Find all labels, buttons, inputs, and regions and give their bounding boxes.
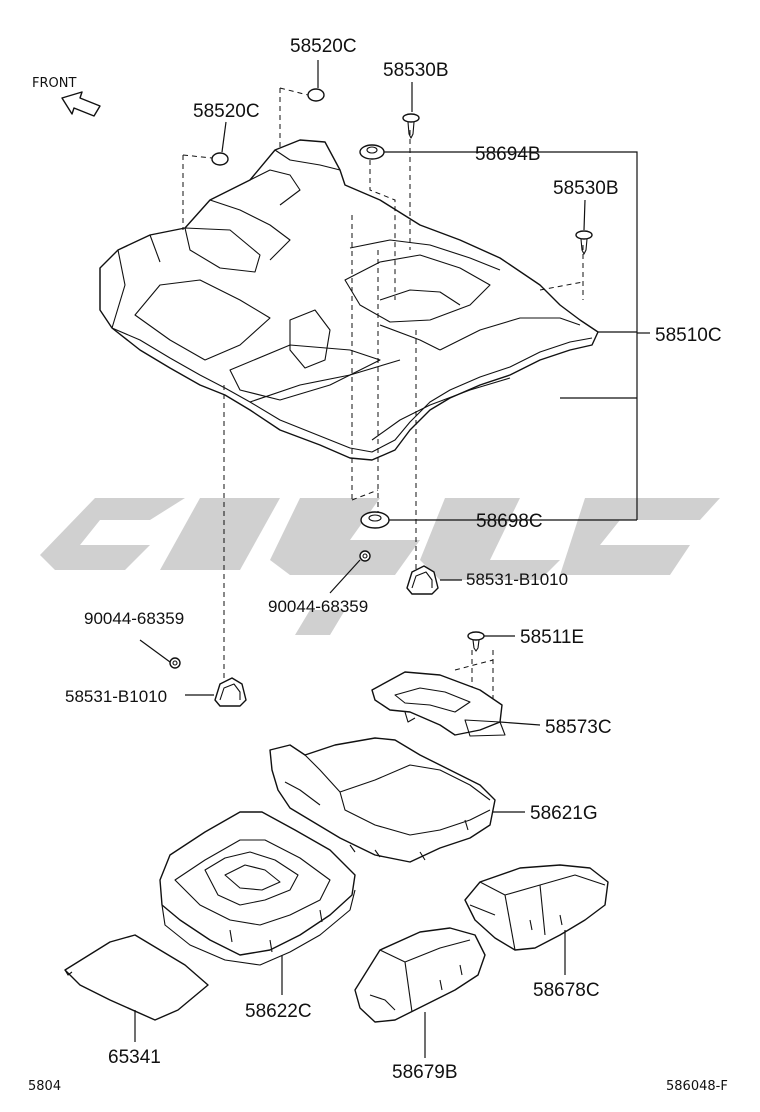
front-arrow: FRONT — [32, 76, 101, 117]
callout-58531-center: 58531-B1010 — [466, 570, 568, 589]
watermark-logo — [40, 498, 720, 635]
footer-diagram-id: 586048-F — [666, 1079, 728, 1094]
part-58573c — [371, 671, 506, 737]
callout-58679b: 58679B — [392, 1062, 458, 1083]
bracket-58531-center — [406, 565, 439, 595]
part-58622c — [159, 811, 356, 966]
grommet-58698c — [360, 511, 390, 529]
screw-58530b-right — [575, 230, 593, 255]
part-58678c — [464, 864, 609, 951]
callout-58678c: 58678C — [533, 980, 600, 1001]
callout-58531-left: 58531-B1010 — [65, 687, 167, 706]
callout-58530b-right: 58530B — [553, 178, 619, 199]
callout-58511e: 58511E — [520, 627, 584, 648]
footer-page-code: 5804 — [28, 1079, 61, 1094]
callout-58520c-top: 58520C — [290, 36, 357, 57]
front-label: FRONT — [32, 76, 76, 91]
nut-90044-left — [169, 657, 181, 669]
callout-58510c: 58510C — [655, 325, 722, 346]
part-65341 — [64, 934, 209, 1021]
bracket-58531-left — [214, 677, 247, 707]
callout-65341: 65341 — [108, 1047, 161, 1068]
callout-58698c: 58698C — [476, 511, 543, 532]
clip-58511e — [467, 631, 485, 652]
screw-58530b-top — [402, 113, 420, 139]
callout-labels: 58520C 58520C 58530B 58694B 58530B 58510… — [65, 36, 722, 1083]
part-58621g — [269, 737, 496, 863]
floor-carpet-front — [99, 139, 599, 461]
nut-90044-center — [359, 550, 371, 562]
callout-58694b: 58694B — [475, 144, 541, 165]
callout-58573c: 58573C — [545, 717, 612, 738]
leader-lines — [134, 60, 650, 1058]
callout-90044-center: 90044-68359 — [268, 597, 368, 616]
grommet-58694b — [359, 144, 385, 160]
clips — [169, 88, 593, 669]
part-58679b — [354, 927, 486, 1023]
clip-58520c-left — [211, 152, 229, 166]
callout-90044-left: 90044-68359 — [84, 609, 184, 628]
callout-58530b-top: 58530B — [383, 60, 449, 81]
clip-58520c-top — [307, 88, 325, 102]
assembly-lines — [182, 87, 584, 720]
callout-58621g: 58621G — [530, 803, 598, 824]
callout-58622c: 58622C — [245, 1001, 312, 1022]
callout-58520c-left: 58520C — [193, 101, 260, 122]
